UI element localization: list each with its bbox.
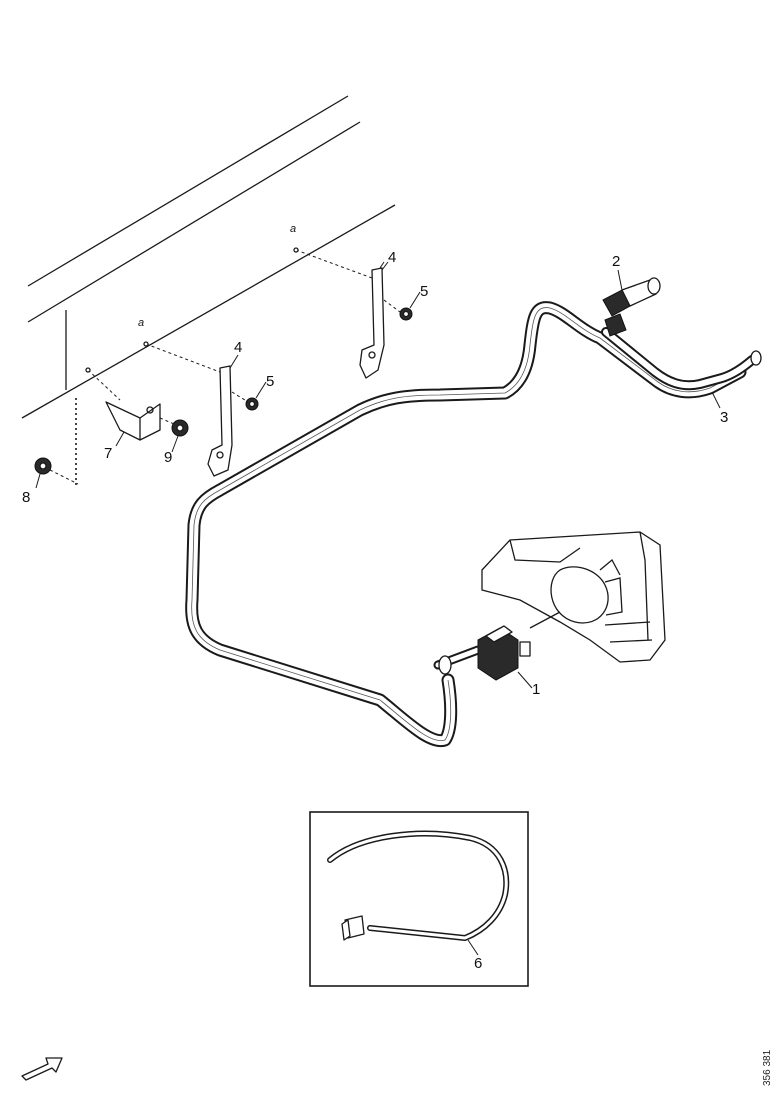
pump-part-1 [438,611,561,681]
callout-5-right: 5 [420,283,428,300]
bracket-part-4-left [207,365,233,477]
fuel-tank-outline [481,531,666,663]
callout-7: 7 [104,445,112,462]
callout-2: 2 [612,253,620,270]
bolt-part-5-right [399,307,413,321]
reference-points [85,247,299,373]
fuel-line-main [185,301,747,748]
bracket-part-7 [105,401,161,441]
callout-9: 9 [164,449,172,466]
inset-detail-box [309,811,529,987]
callout-5-left: 5 [266,373,274,390]
bolt-part-8 [34,457,79,485]
callout-4-left: 4 [234,339,242,356]
bolt-part-5-left [245,397,259,411]
callout-4-right: 4 [388,249,396,266]
document-number: 356 381 [762,1049,773,1086]
callout-3: 3 [720,409,728,426]
reference-marker-a-right: a [290,223,296,235]
fitting-part-3-end [750,350,762,366]
reference-marker-a-left: a [138,317,144,329]
assembly-lines [87,249,401,425]
callout-8: 8 [22,489,30,506]
callout-1: 1 [532,681,540,698]
callout-leaders [35,261,721,689]
nut-part-9 [171,419,189,437]
frame-rail [21,95,396,419]
fitting-part-2 [602,277,661,337]
direction-arrow-icon [21,1057,63,1081]
fuel-line-secondary [601,327,757,391]
callout-6: 6 [474,955,482,972]
bracket-part-4-right [359,261,385,379]
